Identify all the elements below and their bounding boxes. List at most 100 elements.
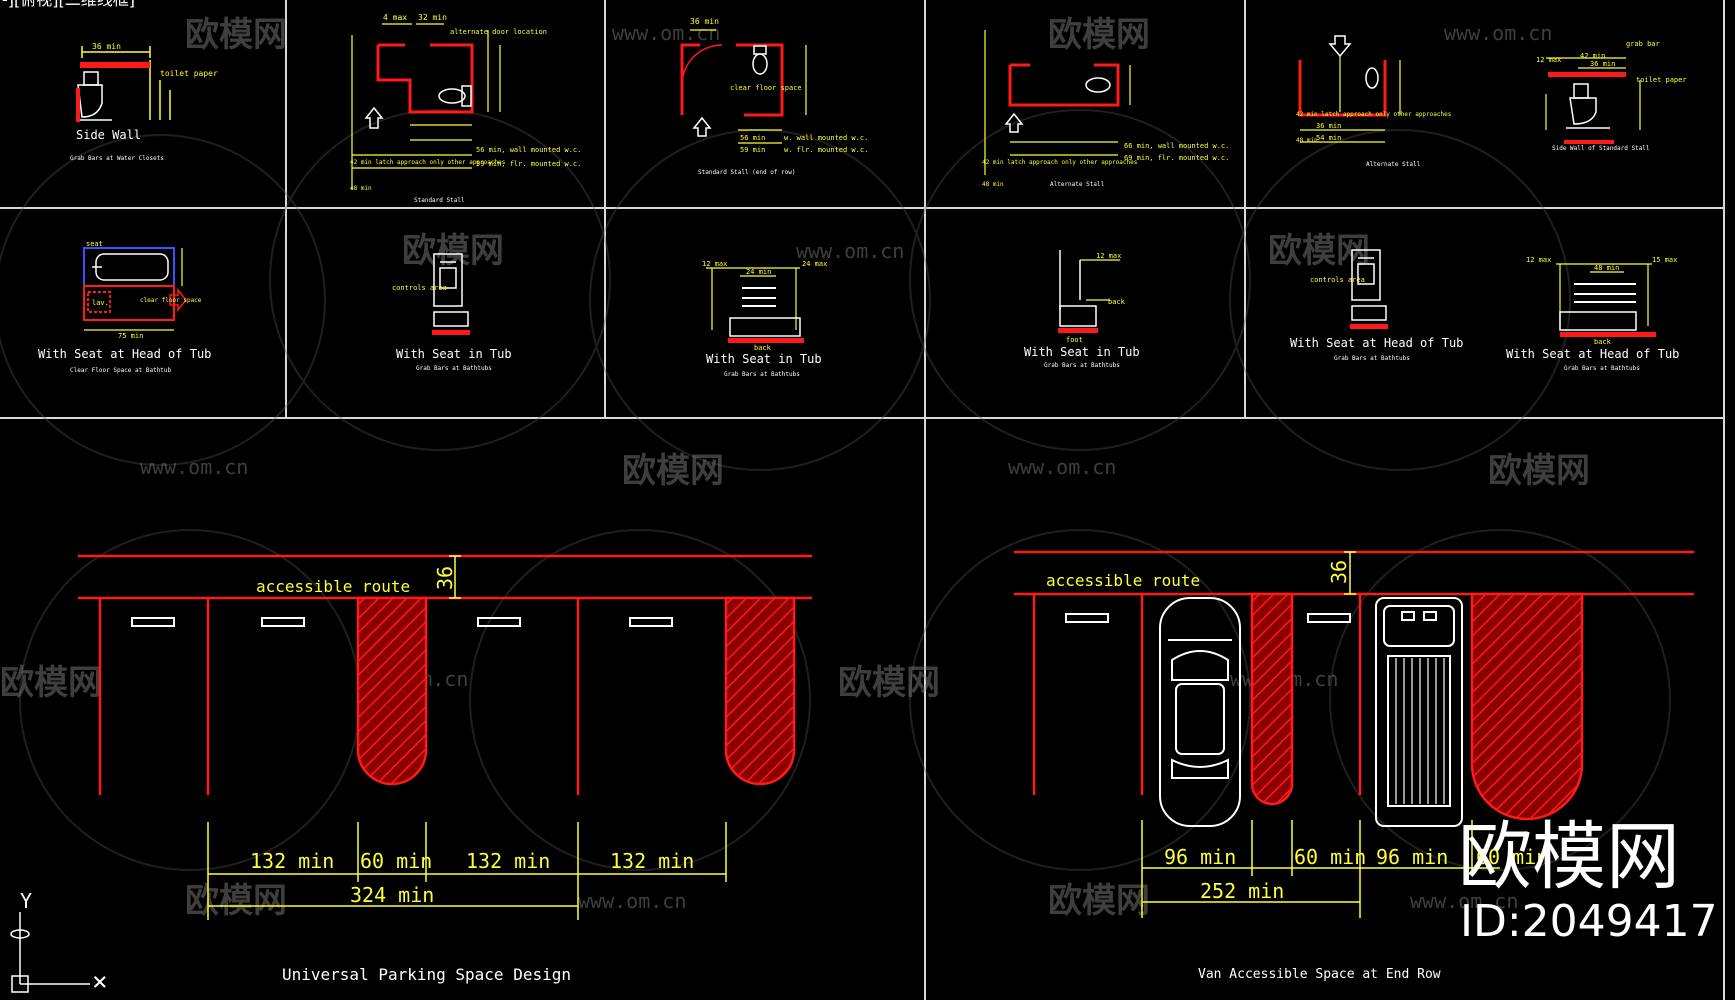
detail-head-of-tub-grab-bars[interactable]: 12 max 48 min 15 max back With Seat at H… [1506,256,1679,372]
viewport-label[interactable]: -][俯视][二维线框] [2,0,135,8]
access-aisle-hatch [1250,592,1294,806]
dim-label: 96 min [1376,845,1448,869]
dim-label: clear floor space [140,297,202,304]
detail-label: With Seat at Head of Tub [1290,336,1463,350]
route-width-dim: 36 [433,566,457,590]
watermark-url: www.om.cn [1444,21,1552,45]
dim-label: 36 min [92,42,121,51]
detail-subtitle: Grab Bars at Bathtubs [1334,355,1410,362]
dim-label: 12 max [1526,256,1551,264]
detail-label: With Seat in Tub [1024,345,1140,359]
dim-label: 48 min [982,181,1004,188]
watermark-url: www.om.cn [1008,455,1116,479]
detail-subtitle: Grab Bars at Bathtubs [1044,362,1120,369]
watermark-brand: 欧模网 [1268,231,1370,271]
watermark-brand: 欧模网 [0,663,102,703]
dim-label: 36 min [690,17,719,26]
universal-parking-plan[interactable]: accessible route 36 132 min 60 min 132 m… [78,554,812,984]
dim-label: 96 min [1164,845,1236,869]
detail-subtitle: Grab Bars at Water Closets [70,155,164,162]
watermark-brand: 欧模网 [1488,451,1590,491]
dim-label: 69 min, flr. mounted w.c. [1124,154,1229,162]
dim-label: 32 min [418,13,447,22]
dim-label: 12 max [702,260,727,268]
access-aisle-hatch [1470,592,1584,821]
sedan-car-icon [1159,597,1241,827]
watermark-url: www.om.cn [140,455,248,479]
detail-standard-stall-end[interactable]: 36 min clear floor space 56 min 59 min w… [680,17,868,176]
dim-label: 36 min [1316,122,1341,130]
detail-subtitle: Standard Stall [414,197,465,204]
detail-subtitle: Side Wall of Standard Stall [1552,145,1650,152]
detail-subtitle: Alternate Stall [1366,161,1421,168]
watermark-brand: 欧模网 [1048,881,1150,921]
detail-standard-stall[interactable]: 4 max 32 min alternate door location 56 … [350,13,581,204]
dim-label: 56 min, wall mounted w.c. [476,146,581,154]
van-parking-plan[interactable]: accessible route 36 96 min 60 min 96 min… [1014,550,1694,982]
detail-side-wall-standard[interactable]: 12 max 42 min 36 min toilet paper grab b… [1536,40,1687,152]
detail-head-of-tub-elevation[interactable]: controls area With Seat at Head of Tub G… [1290,249,1463,362]
dim-label: 4 max [383,13,407,22]
parking-title: Van Accessible Space at End Row [1198,967,1441,982]
dim-label: w. flr. mounted w.c. [784,146,868,154]
watermark-brand: 欧模网 [185,881,287,921]
dim-label: 42 min latch approach only other approac… [1296,111,1452,118]
dim-label: 42 min [1580,52,1605,60]
dim-label: 42 min latch approach only other approac… [350,159,506,166]
dim-label: w. wall mounted w.c. [784,134,868,142]
watermark-url: www.om.cn [1410,889,1518,913]
detail-seat-in-tub-grab-bars[interactable]: 12 max 24 min 24 max back With Seat in T… [702,260,827,378]
detail-bathtub-clear-floor[interactable]: seat lav. clear floor space 75 min With … [38,240,211,374]
dim-label: 132 min [250,849,334,873]
detail-subtitle: Standard Stall (end of row) [698,169,796,176]
watermark-url: www.om.cn [578,889,686,913]
dim-label: 12 max [1536,56,1561,64]
watermark-brand: 欧模网 [1048,15,1150,55]
dim-label: 132 min [610,849,694,873]
brand-id: ID:2049417 [1460,896,1718,947]
detail-seat-in-tub-side[interactable]: 12 max back foot With Seat in Tub Grab B… [1024,250,1140,369]
detail-alternate-stall-side[interactable]: 42 min latch approach only other approac… [1296,35,1452,168]
dim-label: 59 min, flr. mounted w.c. [476,160,581,168]
dim-label: 42 min latch approach only other approac… [982,159,1138,166]
detail-subtitle: Grab Bars at Bathtubs [416,365,492,372]
dim-label: 60 min [1476,845,1548,869]
access-aisle-hatch [724,596,796,786]
dim-label: 60 min [1294,845,1366,869]
dim-label: 132 min [466,849,550,873]
dim-label: 59 min [740,146,765,154]
route-width-dim: 36 [1327,560,1351,584]
detail-label: With Seat at Head of Tub [1506,347,1679,361]
dim-label: 48 min [1296,137,1318,144]
dim-label: toilet paper [160,69,218,78]
access-aisle-hatch [356,596,428,786]
detail-seat-in-tub-elevation[interactable]: controls area With Seat in Tub Grab Bars… [392,253,512,372]
dim-label: controls area [392,284,447,292]
dim-label: 24 min [746,268,771,276]
ucs-y-label: Y [20,889,32,913]
dim-total: 252 min [1200,879,1284,903]
detail-subtitle: Clear Floor Space at Bathtub [70,367,172,374]
dim-label: 75 min [118,332,143,340]
accessible-route-label: accessible route [256,577,410,596]
dim-label: toilet paper [1636,76,1687,84]
dim-label: 56 min [740,134,765,142]
dim-label: grab bar [1626,40,1660,48]
dim-label: back [1594,338,1612,346]
parking-title: Universal Parking Space Design [282,965,571,984]
detail-alternate-stall[interactable]: 66 min, wall mounted w.c. 69 min, flr. m… [982,30,1229,188]
watermark-url: www.om.cn [612,21,720,45]
van-icon [1375,597,1463,827]
detail-label: Side Wall [76,128,141,142]
watermark-brand: 欧模网 [622,451,724,491]
watermark-brand: 欧模网 [838,663,940,703]
watermark-brand: 欧模网 [402,231,504,271]
watermark-brand: 欧模网 [185,15,287,55]
brand-stamp: 欧模网 [1458,814,1680,900]
detail-label: With Seat in Tub [706,352,822,366]
detail-side-wall[interactable]: 36 min toilet paper Side Wall Grab Bars … [70,42,218,162]
dim-label: 54 min [1316,134,1341,142]
dim-label: back [754,344,772,352]
